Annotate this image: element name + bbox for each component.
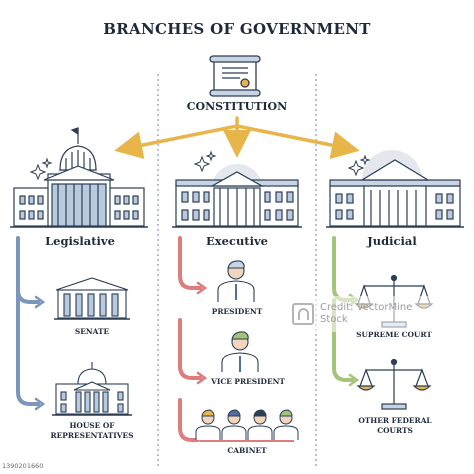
sparkle-icon	[193, 150, 217, 173]
vice-president-label: VICE PRESIDENT	[211, 377, 285, 386]
house-label: HOUSE OF REPRESENTATIVES	[50, 421, 134, 440]
legislative-connector	[16, 236, 46, 411]
cabinet-label: CABINET	[227, 446, 267, 455]
other-federal-courts-label: OTHER FEDERAL COURTS	[358, 416, 432, 435]
supreme-court-label: SUPREME COURT	[356, 330, 432, 339]
sparkle-icon	[347, 154, 371, 177]
president-figure-icon	[217, 260, 255, 302]
watermark-brand: Stock	[320, 314, 348, 325]
capitol-building-icon	[10, 127, 148, 228]
diagram-title: BRANCHES OF GOVERNMENT	[103, 20, 371, 38]
stock-logo-icon	[292, 303, 314, 325]
white-house-icon	[172, 164, 302, 228]
watermark-credit: Credit: VectorMine	[320, 302, 413, 313]
constitution-scroll-icon	[209, 55, 261, 97]
stock-image-id: 1390201660	[2, 462, 44, 470]
senate-building-icon	[54, 277, 130, 320]
constitution-label: CONSTITUTION	[186, 100, 288, 113]
executive-connector	[178, 236, 208, 442]
scale-of-justice-small-icon	[356, 358, 432, 410]
cabinet-group-icon	[195, 409, 299, 442]
house-building-icon	[52, 362, 132, 416]
watermark: Credit: VectorMine Stock	[288, 296, 474, 332]
senate-label: SENATE	[74, 327, 110, 336]
supreme-court-building-icon	[326, 150, 464, 228]
legislative-label: Legislative	[45, 234, 115, 248]
sparkle-icon	[29, 157, 53, 181]
constitution-arrows	[114, 116, 360, 159]
judicial-label: Judicial	[367, 234, 417, 248]
executive-label: Executive	[206, 234, 268, 248]
vice-president-figure-icon	[221, 331, 259, 372]
president-label: PRESIDENT	[211, 307, 263, 316]
